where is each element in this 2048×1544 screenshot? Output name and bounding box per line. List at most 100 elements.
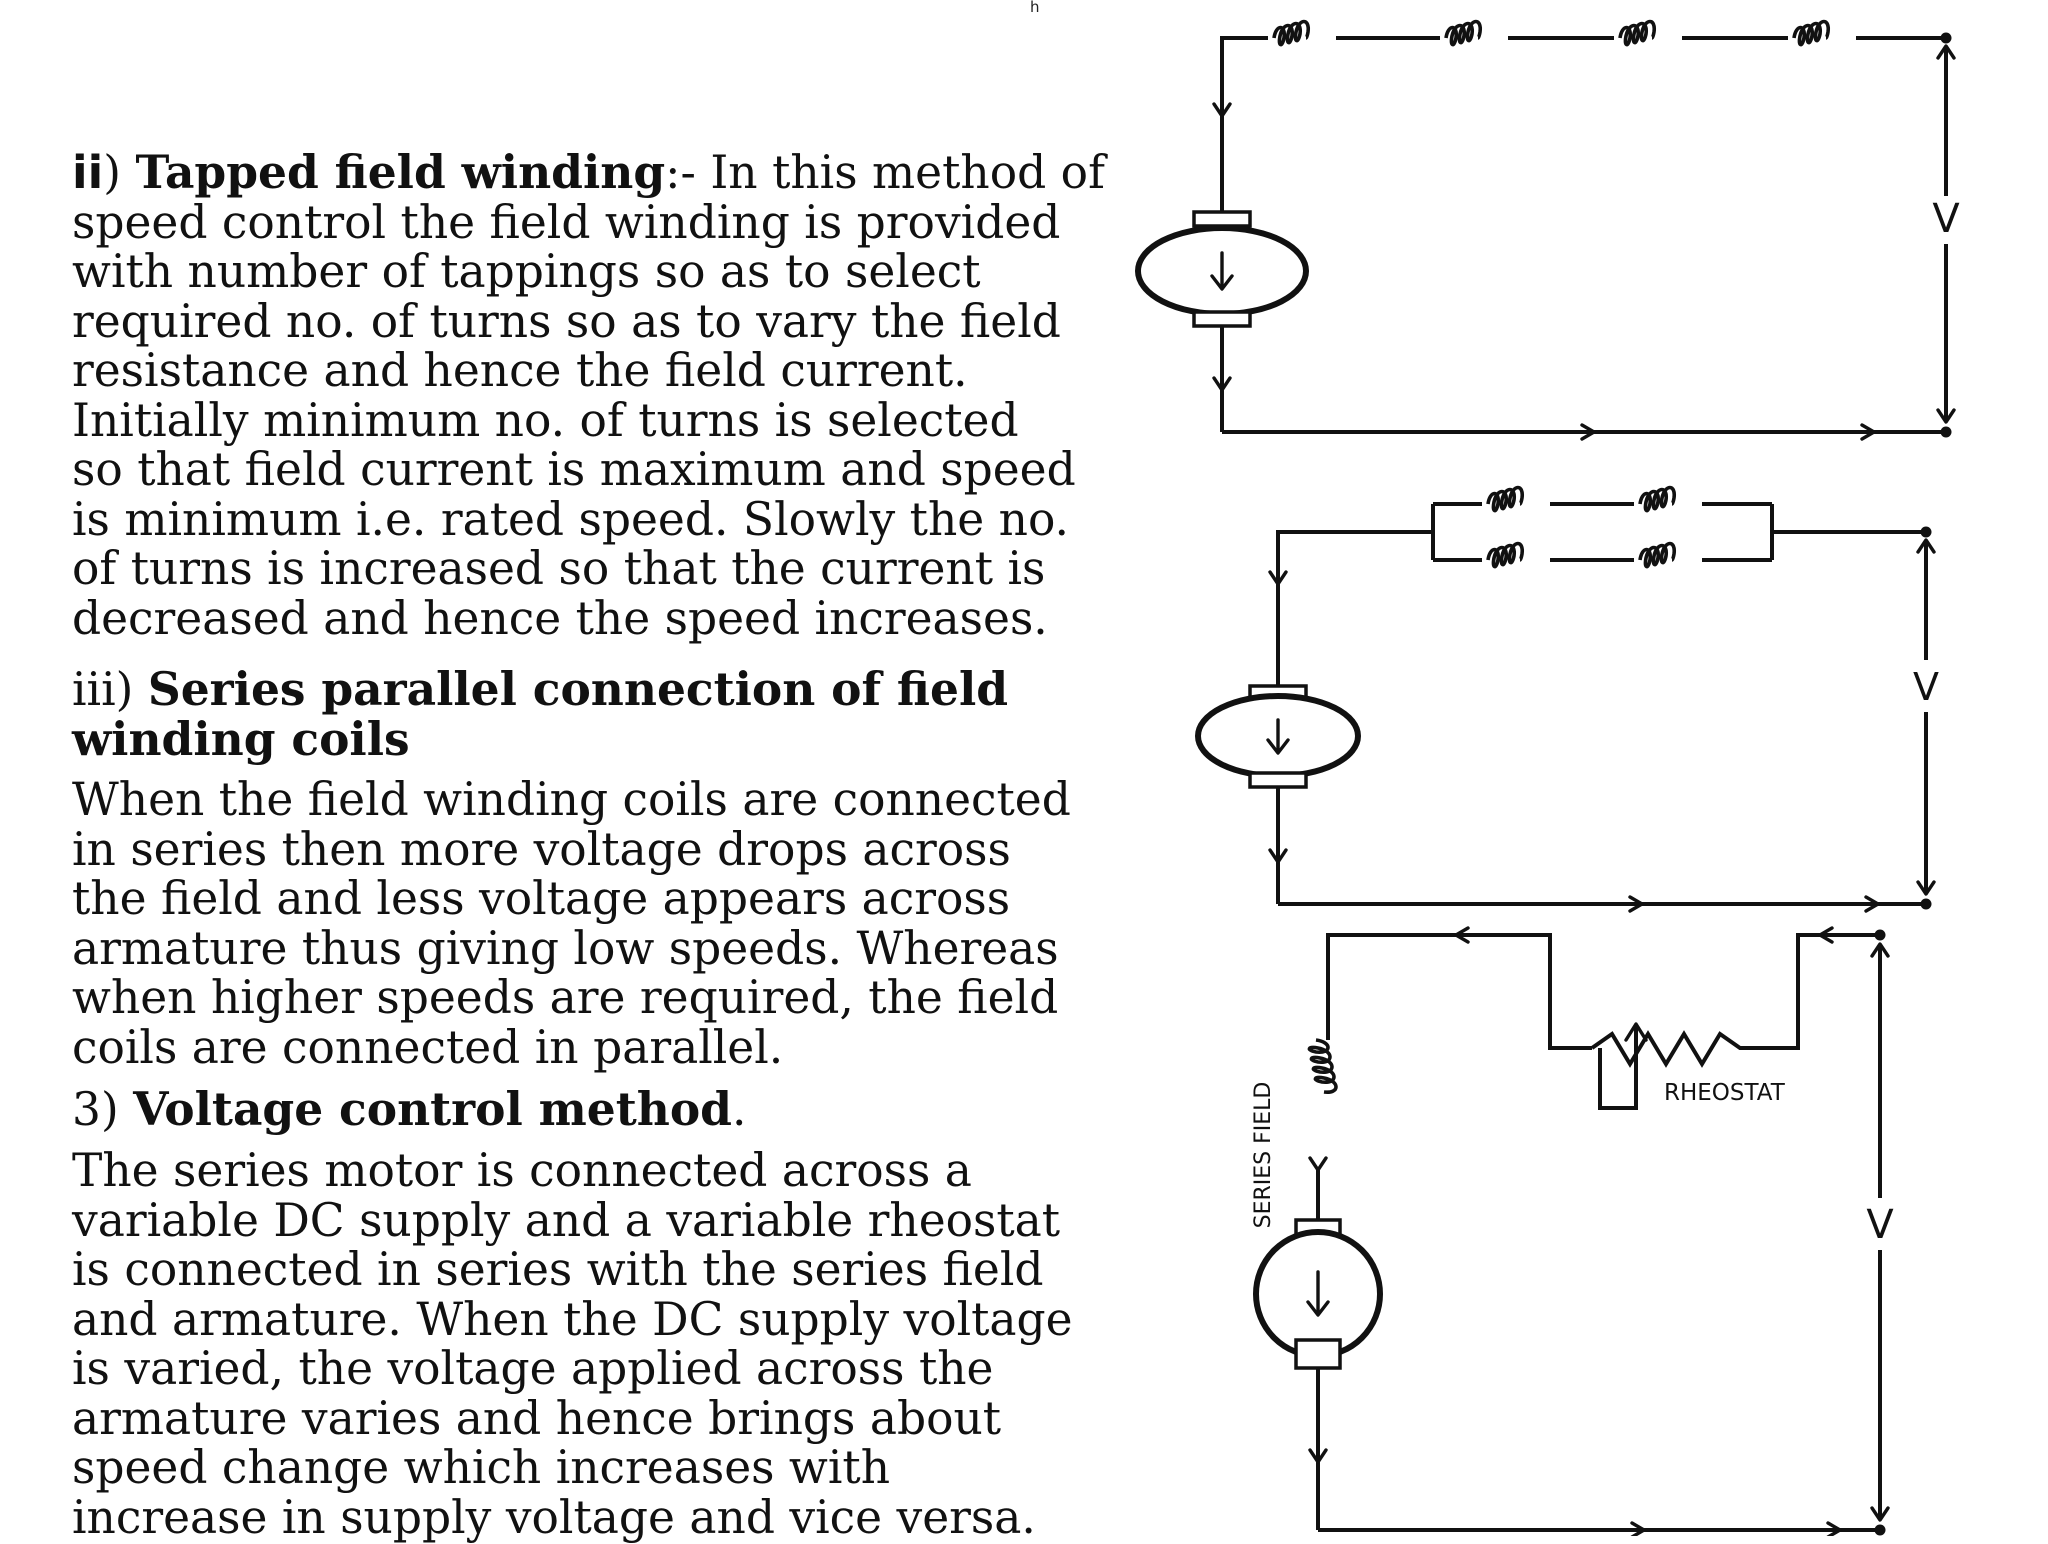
paragraph-line: and armature. When the DC supply voltage (72, 1292, 1073, 1346)
current-arrow (1628, 895, 1644, 913)
section-title: Series parallel connection of field (147, 662, 1009, 716)
terminal-dot (1920, 898, 1932, 910)
series-field-label: SERIES FIELD (1251, 1082, 1276, 1229)
current-arrow (1268, 848, 1288, 864)
header-mark: h (1030, 0, 1040, 16)
current-arrow (1308, 1448, 1328, 1464)
wire (1220, 36, 1268, 78)
rheostat-arrow (1624, 1022, 1648, 1042)
circuit-diagrams-svg: V (1135, 19, 1960, 1536)
section-voltage-control-body: The series motor is connected across a v… (72, 1146, 1082, 1542)
paragraph-line: required no. of turns so as to vary the … (72, 294, 1061, 348)
paragraph-line: speed control the field winding is provi… (72, 195, 1061, 249)
paragraph-line: In this method of (695, 146, 1105, 199)
paragraph-line: decreased and hence the speed increases. (72, 591, 1048, 645)
paragraph-line: so that field current is maximum and spe… (72, 443, 1076, 496)
paragraph-line: is connected in series with the series f… (72, 1243, 1044, 1296)
paragraph-line: is varied, the voltage applied across th… (72, 1342, 994, 1395)
section-series-parallel: iii) Series parallel connection of field… (72, 662, 1082, 766)
paragraph-line: When the field winding coils are connect… (72, 773, 1071, 826)
field-coil (1486, 541, 1525, 569)
brush (1248, 771, 1308, 789)
section-title: Tapped field winding (135, 145, 666, 199)
rheostat (1590, 933, 1880, 1068)
voltage-arrow (1916, 880, 1936, 896)
current-arrow (1212, 376, 1232, 392)
paragraph-line: increase in supply voltage and vice vers… (72, 1490, 1036, 1544)
current-arrow (1454, 926, 1470, 944)
paragraph-line: coils are connected in parallel. (72, 1020, 784, 1074)
current-arrow (1268, 570, 1288, 586)
terminal-dot (1874, 929, 1886, 941)
circuit-voltage-control: RHEOSTAT SERIES FIELD V (1251, 926, 1894, 1536)
rheostat-slider (1598, 1026, 1638, 1110)
paragraph-line: when higher speeds are required, the fie… (72, 971, 1059, 1024)
wire (1326, 933, 1592, 1050)
field-coil (1638, 541, 1677, 569)
field-coil (1792, 19, 1831, 47)
paragraph-line: The series motor is connected across a (72, 1144, 972, 1197)
terminal-dot (1920, 526, 1932, 538)
section-number-paren: ) (103, 146, 121, 199)
voltage-label: V (1866, 1202, 1894, 1248)
paragraph-line: armature thus giving low speeds. Whereas (72, 921, 1059, 975)
voltage-label: V (1932, 196, 1960, 242)
rheostat-label: RHEOSTAT (1664, 1080, 1786, 1106)
paragraph-line: in series then more voltage drops across (72, 822, 1011, 876)
field-coil (1618, 19, 1657, 47)
voltage-arrow (1916, 538, 1936, 554)
section-voltage-control: 3) Voltage control method. (72, 1082, 1082, 1136)
current-arrow (1860, 423, 1876, 441)
voltage-arrow (1870, 942, 1890, 958)
brush (1192, 210, 1252, 228)
paragraph-line: Initially minimum no. of turns is select… (72, 393, 1019, 447)
paragraph-line: with number of tappings so as to select (72, 245, 981, 298)
paragraph-line: is minimum i.e. rated speed. Slowly the … (72, 492, 1070, 546)
section-heading: 3) Voltage control method. (72, 1082, 1082, 1136)
voltage-arrow (1936, 44, 1956, 60)
current-arrow (1212, 102, 1232, 118)
section-title-end: . (731, 1083, 747, 1136)
section-title-continued: winding coils (72, 711, 410, 766)
section-heading: iii) Series parallel connection of field (72, 662, 1082, 716)
paragraph-line: variable DC supply and a variable rheost… (72, 1193, 1061, 1247)
current-arrow (1818, 926, 1834, 944)
paragraph-line: resistance and hence the field current. (72, 344, 968, 397)
field-coil (1486, 485, 1525, 513)
current-arrow (1580, 423, 1596, 441)
section-title-separator: :- (665, 146, 696, 199)
paragraph-line: the field and less voltage appears acros… (72, 872, 1011, 925)
armature-arrow-head (1266, 738, 1290, 755)
voltage-arrow (1870, 1506, 1890, 1522)
current-arrow (1826, 1521, 1842, 1536)
section-title: Voltage control method (133, 1082, 732, 1136)
terminal-dot (1874, 1524, 1886, 1536)
terminal-dot (1940, 426, 1952, 438)
section-number: iii) (72, 663, 148, 716)
circuit-tapped-field: V (1135, 19, 1960, 441)
wire (1276, 530, 1433, 570)
series-field-coil (1307, 1038, 1338, 1095)
circuit-series-parallel: V (1195, 485, 1939, 913)
field-coil (1272, 19, 1311, 47)
voltage-arrow (1936, 408, 1956, 424)
brush (1192, 310, 1252, 328)
section-number: ii (72, 146, 104, 199)
section-series-parallel-body: When the field winding coils are connect… (72, 775, 1082, 1072)
armature-arrow-head (1210, 274, 1234, 291)
field-coil (1638, 485, 1677, 513)
paragraph-line: of turns is increased so that the curren… (72, 542, 1046, 595)
paragraph-line: armature varies and hence brings about (72, 1391, 1002, 1445)
brush (1294, 1338, 1342, 1370)
voltage-label: V (1913, 665, 1939, 709)
paragraph-line: speed change which increases with (72, 1441, 891, 1494)
current-arrow (1630, 1521, 1646, 1536)
terminal-dot (1940, 32, 1952, 44)
section-tapped-field-winding: ii) Tapped field winding:- In this metho… (72, 145, 1105, 645)
circuit-diagrams: V (1080, 0, 2048, 1536)
current-arrow (1864, 895, 1880, 913)
section-number: 3) (72, 1083, 134, 1136)
armature-arrow-head (1306, 1300, 1330, 1317)
current-arrow (1308, 1156, 1328, 1172)
